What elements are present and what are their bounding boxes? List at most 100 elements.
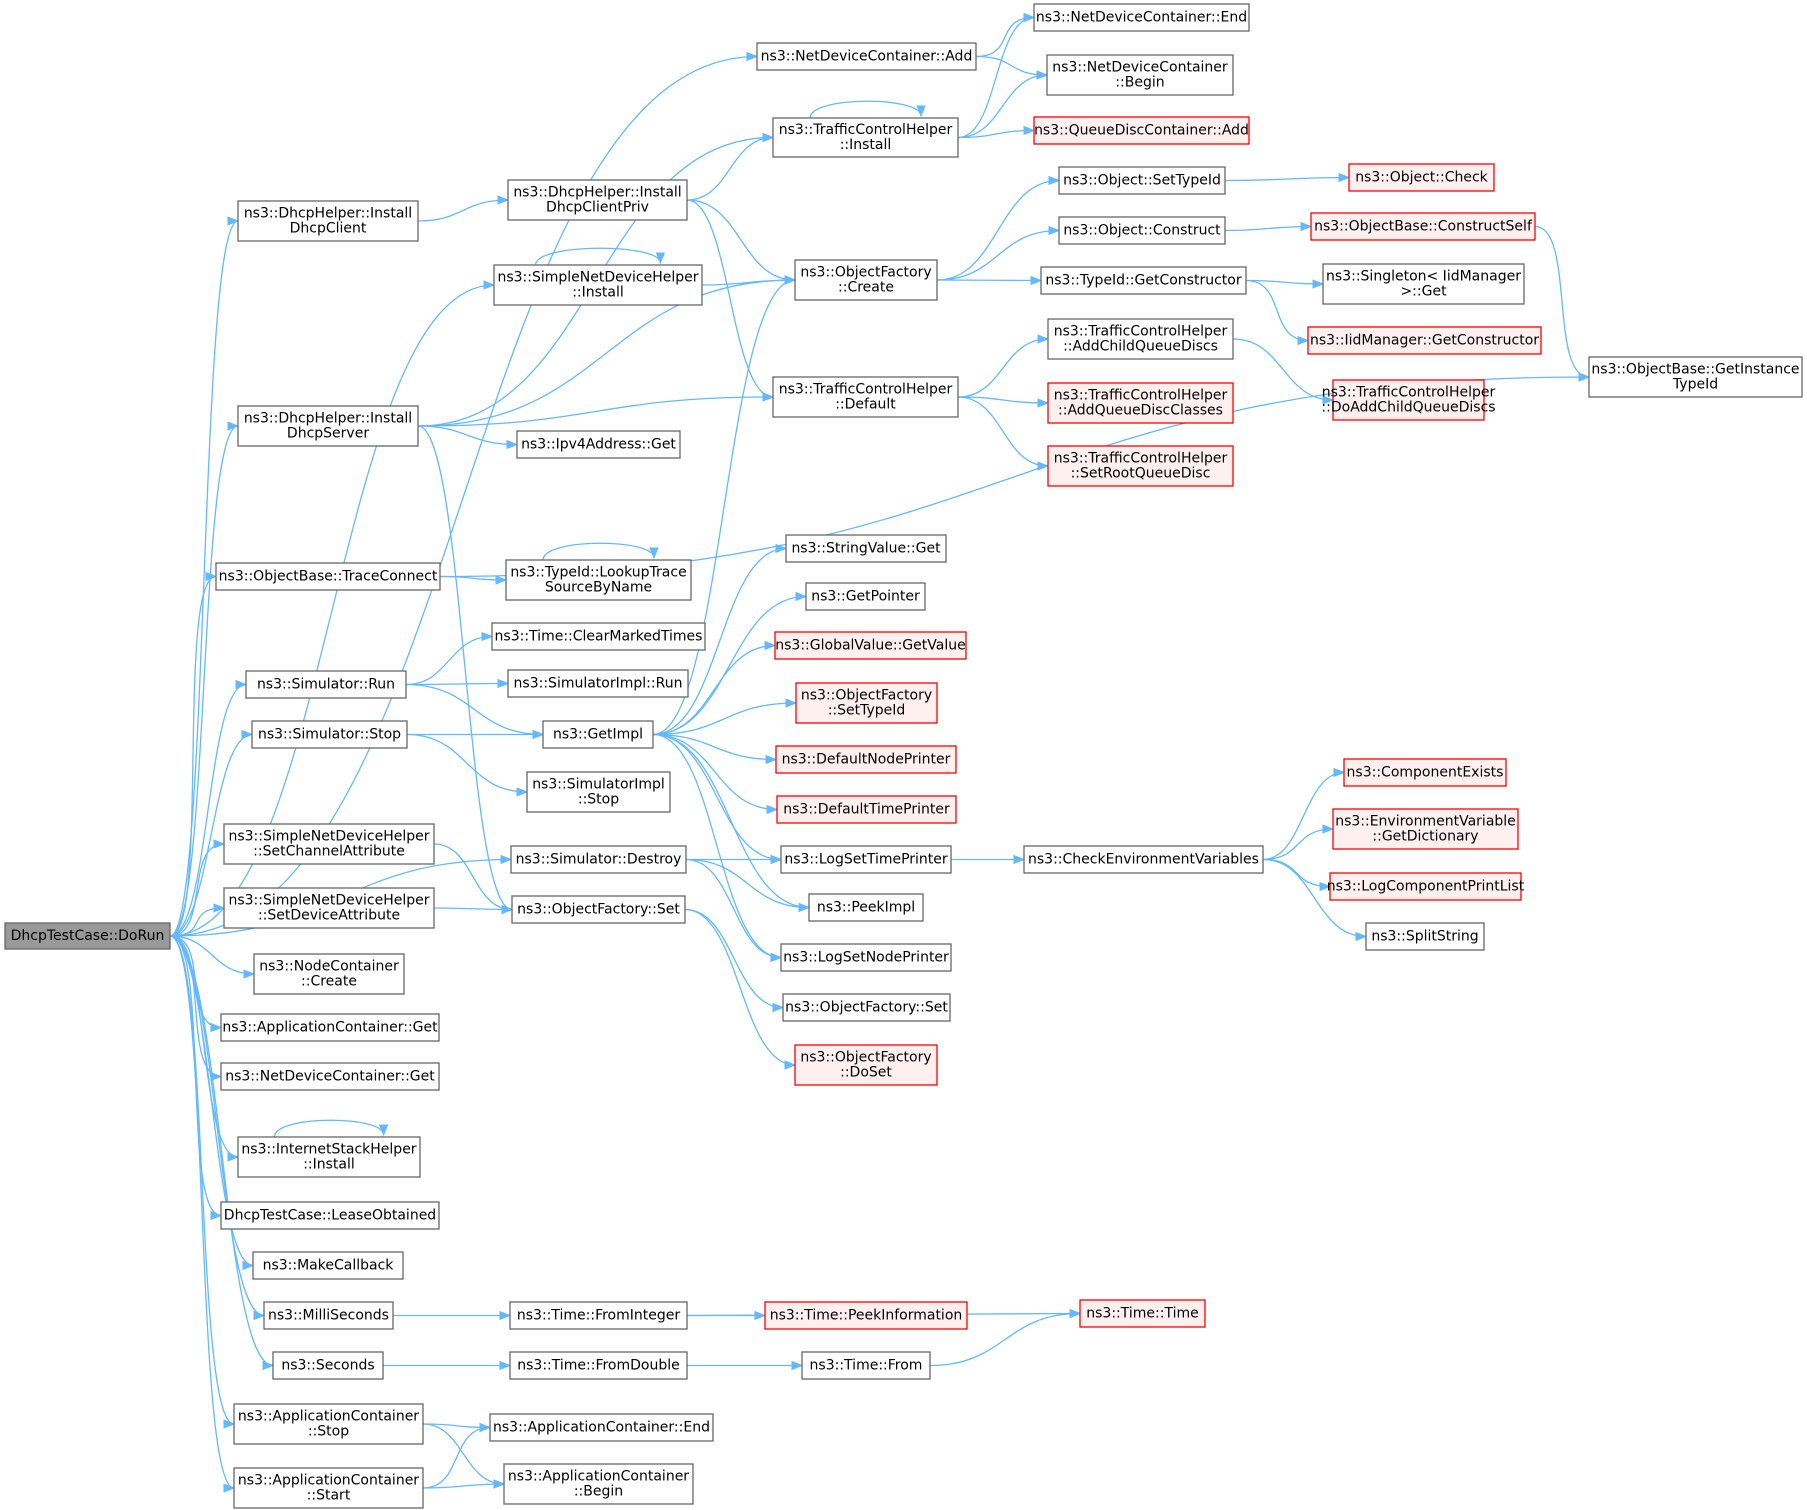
- node-label: ::GetDictionary: [1372, 829, 1478, 845]
- node-objConstruct[interactable]: ns3::Object::Construct: [1058, 216, 1226, 245]
- node-label: ns3::LogComponentPrintList: [1327, 879, 1525, 895]
- node-gvGetValue[interactable]: ns3::GlobalValue::GetValue: [774, 631, 967, 660]
- node-simImplRun[interactable]: ns3::SimulatorImpl::Run: [507, 669, 689, 698]
- node-label: ns3::Time::PeekInformation: [770, 1308, 963, 1324]
- node-seconds[interactable]: ns3::Seconds: [272, 1351, 384, 1380]
- node-ndcGet[interactable]: ns3::NetDeviceContainer::Get: [220, 1062, 440, 1091]
- node-logSetTimePrinter[interactable]: ns3::LogSetTimePrinter: [780, 845, 952, 874]
- node-timeFrom[interactable]: ns3::Time::From: [801, 1351, 931, 1380]
- node-objSetTypeId[interactable]: ns3::Object::SetTypeId: [1058, 166, 1226, 195]
- node-ofSetTypeId[interactable]: ns3::ObjectFactory::SetTypeId: [795, 682, 938, 724]
- node-obTraceConnect[interactable]: ns3::ObjectBase::TraceConnect: [215, 562, 441, 591]
- node-timeFromDouble[interactable]: ns3::Time::FromDouble: [509, 1351, 688, 1380]
- node-timeClearMarked[interactable]: ns3::Time::ClearMarkedTimes: [491, 622, 706, 651]
- node-ofDoSet[interactable]: ns3::ObjectFactory::DoSet: [794, 1044, 938, 1086]
- node-objCheck[interactable]: ns3::Object::Check: [1348, 163, 1495, 192]
- node-ncCreate[interactable]: ns3::NodeContainer::Create: [253, 953, 405, 995]
- node-acBegin[interactable]: ns3::ApplicationContainer::Begin: [503, 1463, 694, 1505]
- node-label: ns3::ApplicationContainer::End: [493, 1420, 710, 1436]
- node-splitString[interactable]: ns3::SplitString: [1365, 922, 1485, 951]
- node-tchInstall[interactable]: ns3::TrafficControlHelper::Install: [772, 117, 959, 158]
- node-ofCreate[interactable]: ns3::ObjectFactory::Create: [794, 259, 938, 301]
- node-box: [526, 771, 671, 813]
- node-box: [4, 922, 171, 950]
- node-box: [1047, 318, 1234, 360]
- node-peekImpl[interactable]: ns3::PeekImpl: [808, 893, 924, 922]
- node-simImplStop[interactable]: ns3::SimulatorImpl::Stop: [526, 771, 671, 813]
- edge-tchInstall-to-ndcBegin: [957, 70, 1049, 139]
- node-label: ns3::GlobalValue::GetValue: [775, 638, 965, 654]
- node-simRun[interactable]: ns3::Simulator::Run: [245, 670, 407, 699]
- edge-ofCreate-to-objSetTypeId: [936, 175, 1061, 281]
- node-snhSetChannel[interactable]: ns3::SimpleNetDeviceHelper::SetChannelAt…: [223, 823, 435, 865]
- node-ndcBegin[interactable]: ns3::NetDeviceContainer::Begin: [1046, 54, 1234, 96]
- node-label: ns3::LogSetNodePrinter: [783, 950, 949, 966]
- node-box: [1047, 382, 1234, 424]
- node-simDestroy[interactable]: ns3::Simulator::Destroy: [510, 845, 687, 874]
- edge-acStart-to-acBegin: [422, 1479, 506, 1489]
- node-box: [511, 895, 686, 924]
- edge-dhInstallServer-to-tchDefault: [417, 392, 775, 427]
- node-label: ns3::SimpleNetDeviceHelper: [497, 270, 698, 286]
- node-ndcAdd[interactable]: ns3::NetDeviceContainer::Add: [756, 42, 977, 71]
- node-timeFromInteger[interactable]: ns3::Time::FromInteger: [509, 1301, 688, 1330]
- node-singletonGet[interactable]: ns3::Singleton< IidManager>::Get: [1322, 263, 1525, 305]
- node-label: ::Begin: [574, 1484, 623, 1500]
- node-box: [794, 259, 938, 301]
- node-iidGetConstructor[interactable]: ns3::IidManager::GetConstructor: [1307, 326, 1542, 355]
- edge-tchInstall-to-tchInstall: [809, 100, 926, 119]
- node-leaseObtained[interactable]: DhcpTestCase::LeaseObtained: [220, 1201, 440, 1230]
- node-acStart[interactable]: ns3::ApplicationContainer::Start: [233, 1467, 424, 1509]
- node-snhInstall[interactable]: ns3::SimpleNetDeviceHelper::Install: [493, 264, 703, 306]
- node-ofSet[interactable]: ns3::ObjectFactory::Set: [511, 895, 686, 924]
- node-simStop[interactable]: ns3::Simulator::Stop: [251, 720, 408, 749]
- node-timePeekInfo[interactable]: ns3::Time::PeekInformation: [764, 1301, 968, 1330]
- node-root[interactable]: DhcpTestCase::DoRun: [4, 922, 171, 950]
- node-svGet[interactable]: ns3::StringValue::Get: [785, 534, 947, 563]
- node-tchSetRoot[interactable]: ns3::TrafficControlHelper::SetRootQueueD…: [1047, 445, 1234, 487]
- node-acGet[interactable]: ns3::ApplicationContainer::Get: [220, 1013, 440, 1042]
- node-acEnd[interactable]: ns3::ApplicationContainer::End: [489, 1413, 714, 1442]
- node-getPointer[interactable]: ns3::GetPointer: [805, 582, 926, 611]
- node-ndcEnd[interactable]: ns3::NetDeviceContainer::End: [1033, 3, 1250, 32]
- node-tchAddQueueDiscClasses[interactable]: ns3::TrafficControlHelper::AddQueueDiscC…: [1047, 382, 1234, 424]
- node-timeTime[interactable]: ns3::Time::Time: [1079, 1299, 1206, 1328]
- node-tchDoAddChild[interactable]: ns3::TrafficControlHelper::DoAddChildQue…: [1321, 379, 1496, 421]
- edge-getImpl-to-defNodePrinter: [652, 733, 778, 765]
- node-envGetDict[interactable]: ns3::EnvironmentVariable::GetDictionary: [1332, 808, 1519, 850]
- edge-tidGetConstructor-to-iidGetConstructor: [1245, 279, 1310, 346]
- node-ishInstall[interactable]: ns3::InternetStackHelper::Install: [237, 1136, 421, 1178]
- node-checkEnv[interactable]: ns3::CheckEnvironmentVariables: [1023, 845, 1264, 874]
- node-label: ns3::ApplicationContainer: [508, 1469, 689, 1485]
- node-obConstructSelf[interactable]: ns3::ObjectBase::ConstructSelf: [1310, 212, 1536, 241]
- node-label: ns3::TypeId::GetConstructor: [1045, 273, 1241, 289]
- node-tidGetConstructor[interactable]: ns3::TypeId::GetConstructor: [1040, 266, 1247, 295]
- node-acStop[interactable]: ns3::ApplicationContainer::Stop: [233, 1403, 424, 1445]
- node-tchDefault[interactable]: ns3::TrafficControlHelper::Default: [772, 376, 959, 418]
- node-tchAddChild[interactable]: ns3::TrafficControlHelper::AddChildQueue…: [1047, 318, 1234, 360]
- node-compExists[interactable]: ns3::ComponentExists: [1343, 758, 1507, 787]
- node-label: ns3::Time::Time: [1086, 1306, 1198, 1322]
- node-milliSeconds[interactable]: ns3::MilliSeconds: [263, 1301, 394, 1330]
- node-logSetNodePrinter[interactable]: ns3::LogSetNodePrinter: [780, 943, 952, 972]
- node-defNodePrinter[interactable]: ns3::DefaultNodePrinter: [775, 745, 957, 774]
- node-label: ns3::Time::FromDouble: [517, 1358, 680, 1374]
- node-ofSet2[interactable]: ns3::ObjectFactory::Set: [782, 993, 951, 1022]
- node-logCompPrintList[interactable]: ns3::LogComponentPrintList: [1327, 872, 1525, 901]
- node-box: [252, 1251, 404, 1280]
- node-qdcAdd[interactable]: ns3::QueueDiscContainer::Add: [1033, 116, 1250, 145]
- node-box: [1343, 758, 1507, 787]
- node-ipv4Get[interactable]: ns3::Ipv4Address::Get: [516, 430, 681, 459]
- node-snhSetDevice[interactable]: ns3::SimpleNetDeviceHelper::SetDeviceAtt…: [223, 887, 435, 929]
- node-makeCallback[interactable]: ns3::MakeCallback: [252, 1251, 404, 1280]
- node-getImpl[interactable]: ns3::GetImpl: [542, 720, 654, 749]
- node-defTimePrinter[interactable]: ns3::DefaultTimePrinter: [776, 795, 957, 824]
- edge-tidLookup-to-tidLookup: [542, 542, 659, 561]
- node-box: [215, 562, 441, 591]
- node-label: ns3::NodeContainer: [259, 959, 399, 975]
